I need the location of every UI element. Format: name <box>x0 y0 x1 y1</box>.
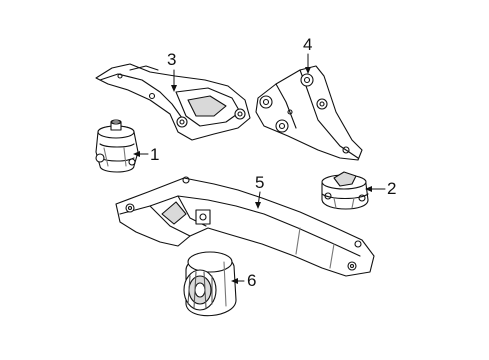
callout-5: 5 <box>255 173 265 192</box>
callout-6: 6 <box>247 271 257 290</box>
callout-4: 4 <box>303 35 313 54</box>
callout-3: 3 <box>167 50 177 69</box>
part-5-crossmember <box>115 176 375 277</box>
part-2-mount <box>321 171 369 210</box>
part-6-mount <box>183 251 237 317</box>
part-1-mount <box>95 119 139 173</box>
arrowheads <box>133 67 372 284</box>
part-4-bracket <box>255 65 363 161</box>
part-3-bracket <box>95 63 251 141</box>
callout-2: 2 <box>387 179 397 198</box>
callout-1: 1 <box>150 145 160 164</box>
